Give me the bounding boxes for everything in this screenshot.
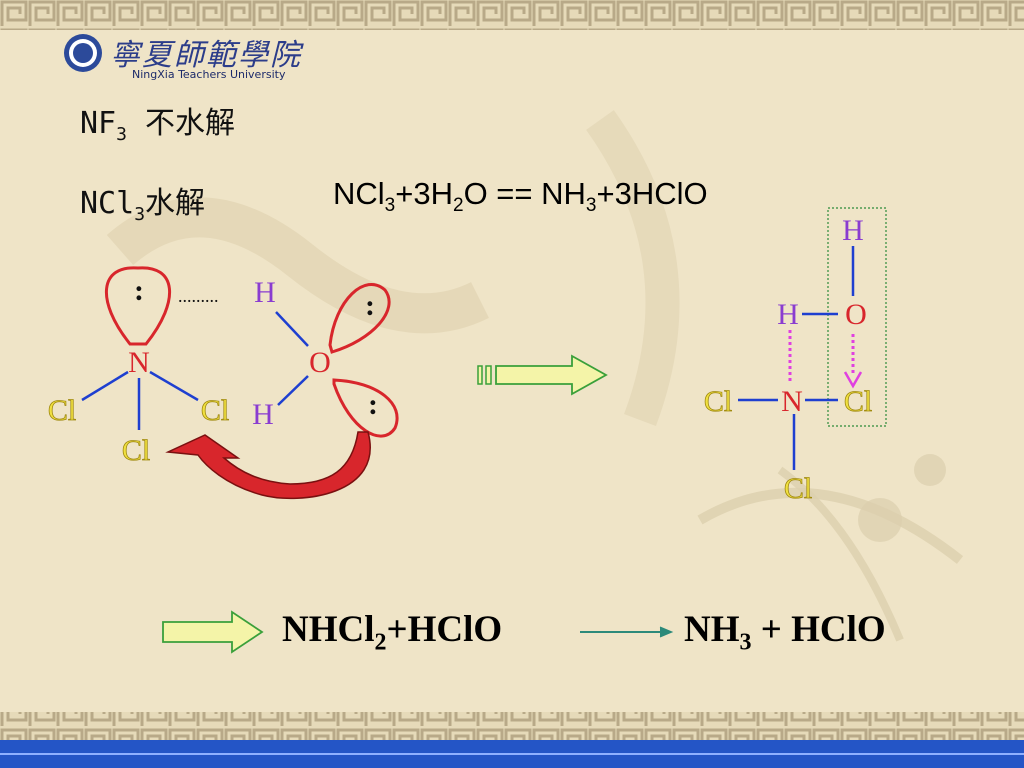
eq2-part: +HClO xyxy=(386,609,503,650)
atom-cl-bottom: Cl xyxy=(784,472,812,505)
eq2-part: NHCl xyxy=(282,609,375,650)
atom-cl-bottom: Cl xyxy=(122,434,150,467)
atom-h-top: H xyxy=(254,276,276,309)
eq1-sub: 2 xyxy=(452,195,464,217)
ncl3-formula: NCl xyxy=(80,186,135,221)
logo-name-en: NingXia Teachers University xyxy=(132,68,286,81)
result-arrow xyxy=(162,610,264,654)
logo-name-cn: 寧夏師範學院 xyxy=(110,38,302,73)
o-lone-pair-orbital xyxy=(328,283,391,354)
arrow-tick xyxy=(485,365,492,385)
atom-cl-left: Cl xyxy=(704,385,732,418)
o-lone-pair-orbital xyxy=(332,378,399,438)
eq2-part: NH xyxy=(684,609,740,650)
eq1-sub: 3 xyxy=(585,195,597,217)
atom-o: O xyxy=(309,346,331,379)
eq2-sub: 2 xyxy=(374,629,387,656)
university-logo: 寧夏師範學院 NingXia Teachers University xyxy=(62,28,300,84)
o-h-bond xyxy=(275,311,309,347)
atom-n: N xyxy=(128,346,150,379)
electron-attack-arrow xyxy=(165,431,371,500)
atom-cl-right: Cl xyxy=(201,394,229,427)
ncl3-line: NCl3水解 xyxy=(80,178,205,225)
atom-h-top: H xyxy=(842,214,864,247)
n-cl-bond xyxy=(149,370,199,402)
eq1-sub: 3 xyxy=(384,195,396,217)
nf3-formula: NF xyxy=(80,106,117,141)
eq1-part: +3H xyxy=(395,176,453,211)
eq1-part: +3HClO xyxy=(596,176,708,211)
eq2-sub: 3 xyxy=(739,629,752,656)
ncl3-subscript: 3 xyxy=(134,204,146,225)
product-left: NHCl2+HClO xyxy=(282,608,502,656)
nf3-note: 不水解 xyxy=(126,106,236,141)
eq1-part: NCl xyxy=(333,176,385,211)
arrow-tick xyxy=(477,365,483,385)
hclo-dashed-box xyxy=(827,207,887,427)
eq2-part: + HClO xyxy=(751,609,886,650)
o-lone-pair: : xyxy=(368,388,378,421)
nf3-line: NF3 不水解 xyxy=(80,98,235,145)
o-lone-pair: : xyxy=(365,289,375,322)
ncl3-note: 水解 xyxy=(145,186,206,221)
hydrogen-bond-dots: ......... xyxy=(178,286,219,306)
o-h-bond xyxy=(277,375,309,406)
eq1-part: O == NH xyxy=(463,176,586,211)
transition-arrow xyxy=(495,354,608,396)
atom-h-left: H xyxy=(777,298,799,331)
hydrolysis-equation: NCl3+3H2O == NH3+3HClO xyxy=(333,176,708,217)
arrowhead-icon xyxy=(659,626,674,638)
atom-cl-right: Cl xyxy=(844,385,872,418)
nf3-subscript: 3 xyxy=(116,124,127,145)
n-lone-pair: : xyxy=(134,274,144,307)
n-cl-bond xyxy=(81,370,129,402)
atom-n: N xyxy=(781,385,803,418)
atom-h-bottom: H xyxy=(252,398,274,431)
product-right: NH3 + HClO xyxy=(684,608,886,656)
atom-cl-left: Cl xyxy=(48,394,76,427)
arrowhead-icon xyxy=(843,371,863,389)
n-lone-pair-orbital xyxy=(105,266,171,346)
university-seal-icon xyxy=(64,34,102,72)
atom-o: O xyxy=(845,298,867,331)
